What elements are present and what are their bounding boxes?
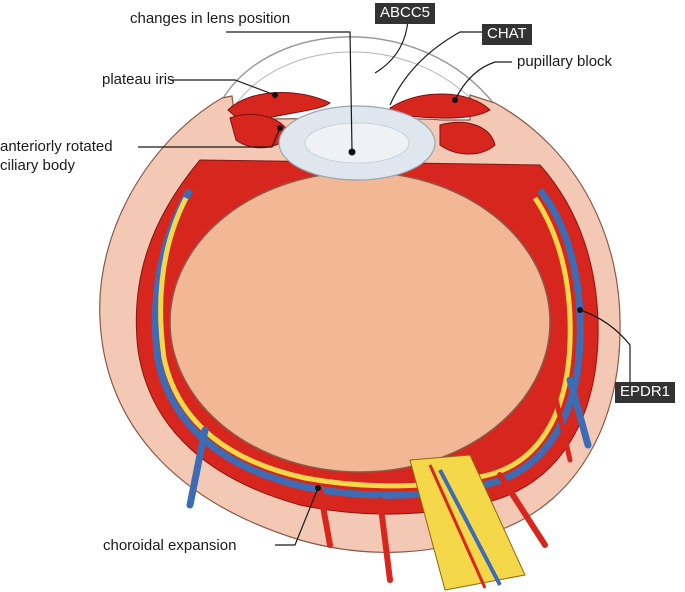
label-ciliary-line1: anteriorly rotated — [0, 138, 113, 155]
artery-right — [552, 392, 573, 463]
marker-choroidal — [315, 485, 321, 491]
label-choroidal-expansion: choroidal expansion — [103, 537, 237, 554]
artery-bottom-3 — [497, 472, 548, 548]
gene-tag-chat: CHAT — [482, 24, 532, 45]
marker-pupillary — [452, 97, 458, 103]
vitreous-body — [169, 171, 551, 473]
leader-lens-position — [226, 31, 353, 151]
optic-nerve-red — [428, 464, 487, 589]
artery-bottom-1 — [317, 487, 333, 548]
marker-epdr1 — [577, 307, 583, 313]
blue-vessel-layer — [151, 187, 584, 499]
vortex-vein-right — [566, 376, 592, 449]
cornea — [221, 36, 496, 106]
retina — [158, 196, 573, 489]
label-ciliary-line2: ciliary body — [0, 157, 76, 174]
marker-plateau — [272, 92, 278, 98]
gene-tag-epdr1: EPDR1 — [615, 382, 676, 403]
leader-lines — [138, 19, 631, 546]
optic-nerve-blue — [438, 469, 502, 586]
leader-epdr1 — [579, 309, 631, 390]
marker-ciliary — [277, 125, 283, 131]
artery-bottom-2 — [377, 497, 393, 583]
ciliary-body-right — [439, 121, 496, 155]
gene-tag-abcc5: ABCC5 — [375, 3, 436, 24]
vortex-vein-left — [186, 426, 209, 509]
leader-choroidal — [275, 487, 319, 546]
leader-pupillary — [454, 61, 512, 101]
label-lens-position: changes in lens position — [130, 10, 291, 27]
lens-marker — [348, 148, 356, 156]
leader-ciliary — [138, 127, 281, 148]
leader-plateau-iris — [170, 79, 276, 96]
lens-nucleus — [304, 122, 410, 164]
label-plateau-iris: plateau iris — [102, 71, 175, 88]
iris-right — [389, 93, 491, 119]
leader-abcc5 — [374, 19, 409, 74]
leader-chat — [389, 31, 482, 106]
label-pupillary-block: pupillary block — [517, 53, 613, 70]
